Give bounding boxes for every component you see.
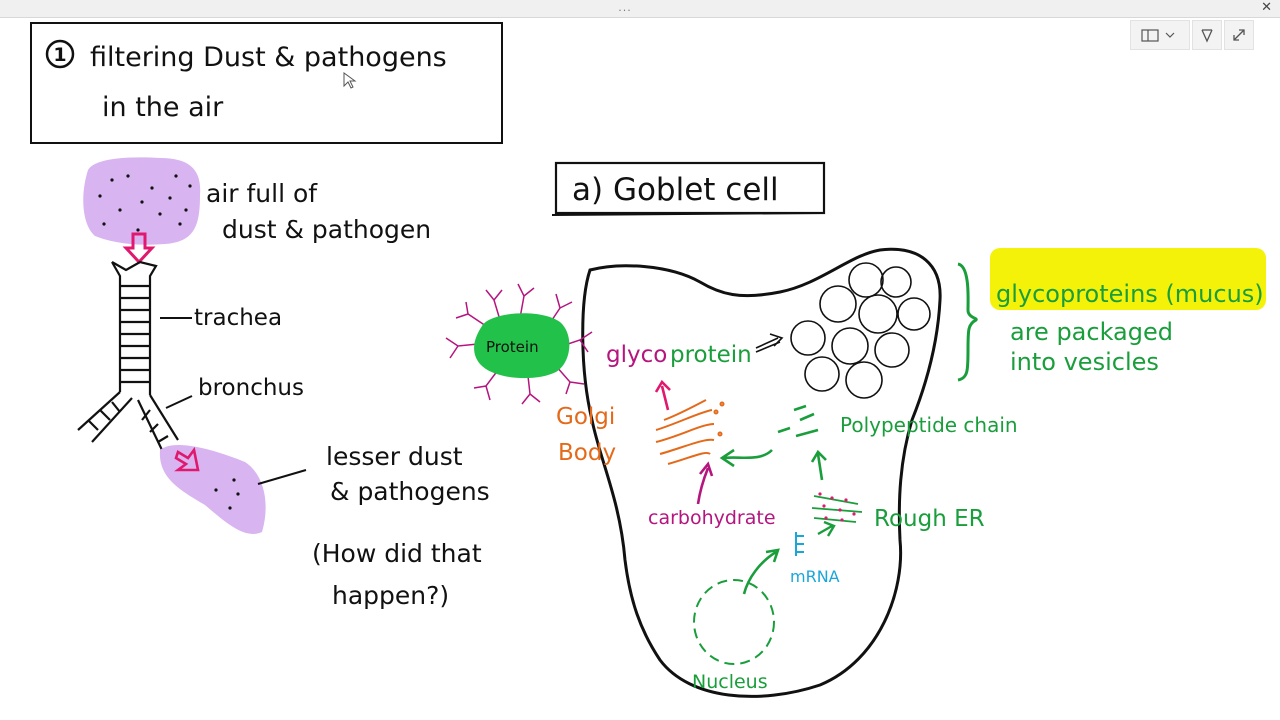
- mucus-label-line-3: into vesicles: [1010, 348, 1159, 376]
- filtered-air-cloud: [159, 445, 266, 534]
- trachea-label: trachea: [194, 305, 282, 331]
- glycoprotein-prefix: glyco: [606, 342, 667, 368]
- rough-er-label: Rough ER: [874, 506, 985, 532]
- polypeptide-to-golgi-arrow-icon: [719, 448, 773, 468]
- inhale-arrow-icon: [122, 232, 156, 265]
- to-vesicle-arrow-icon: [755, 333, 784, 353]
- view-options-button[interactable]: [1130, 20, 1190, 50]
- mrna-strand-drawing: [795, 532, 804, 556]
- flow-arrow-icon: [174, 446, 200, 472]
- remaining-dust-particles: [214, 478, 240, 510]
- pen-icon: [1201, 29, 1213, 43]
- nucleus-drawing: [693, 579, 775, 665]
- goblet-cell-outline: [581, 247, 942, 698]
- mucus-highlight: [990, 248, 1266, 310]
- drag-grip[interactable]: ...: [618, 1, 632, 14]
- mrna-label: mRNA: [790, 567, 840, 586]
- expand-icon: [1233, 29, 1245, 41]
- title-line-1: filtering Dust & pathogens: [90, 42, 447, 73]
- golgi-to-glyco-arrow-icon: [654, 379, 671, 411]
- close-icon[interactable]: ✕: [1261, 0, 1272, 15]
- pen-button[interactable]: [1192, 20, 1222, 50]
- question-line-2: happen?): [332, 581, 449, 610]
- golgi-body-drawing: [655, 399, 725, 465]
- trachea-drawing: [77, 260, 179, 451]
- mrna-to-er-arrow-icon: [817, 520, 836, 537]
- ribosomes: [818, 492, 856, 522]
- goblet-cell-title: a) Goblet cell: [572, 172, 779, 208]
- nucleus-label: Nucleus: [692, 671, 768, 693]
- rough-er-drawing: [811, 495, 863, 523]
- air-label-line-2: dust & pathogen: [222, 215, 431, 244]
- carbohydrate-label: carbohydrate: [648, 507, 776, 529]
- title-box: [30, 22, 503, 144]
- mucus-label-line-1: glycoproteins (mucus): [996, 280, 1264, 308]
- polypeptide-label: Polypeptide chain: [840, 413, 1018, 437]
- golgi-label-line-1: Golgi: [556, 404, 615, 430]
- protein-label: Protein: [486, 338, 539, 356]
- carbohydrate-to-golgi-arrow-icon: [696, 461, 714, 505]
- bronchus-label: bronchus: [198, 375, 304, 401]
- lesser-label-line-1: lesser dust: [326, 442, 463, 471]
- golgi-label-line-2: Body: [558, 440, 616, 466]
- question-line-1: (How did that: [312, 539, 482, 568]
- polypeptide-chain-drawing: [777, 404, 819, 438]
- lesser-label-line-2: & pathogens: [330, 477, 490, 506]
- window-title-bar: ... ✕: [0, 0, 1280, 18]
- dust-particles: [98, 174, 192, 232]
- carbohydrate-branches: [445, 283, 593, 405]
- book-view-icon: [1141, 29, 1175, 42]
- er-to-polypeptide-arrow-icon: [810, 449, 827, 481]
- mouse-cursor-icon: [343, 72, 357, 89]
- mucus-vesicles: [790, 262, 931, 399]
- number-label: 1: [53, 44, 66, 66]
- glycoprotein-suffix: protein: [670, 342, 752, 368]
- vesicle-bracket: [957, 262, 978, 382]
- expand-button[interactable]: [1224, 20, 1254, 50]
- title-line-2: in the air: [102, 92, 224, 123]
- air-label-line-1: air full of: [206, 179, 318, 208]
- mucus-label-line-2: are packaged: [1010, 318, 1173, 346]
- number-circle: [45, 39, 75, 69]
- whiteboard-canvas[interactable]: 1 filtering Dust & pathogens in the air …: [0, 18, 1280, 720]
- protein-blob: [474, 313, 570, 379]
- nucleus-to-mrna-arrow-icon: [742, 548, 780, 595]
